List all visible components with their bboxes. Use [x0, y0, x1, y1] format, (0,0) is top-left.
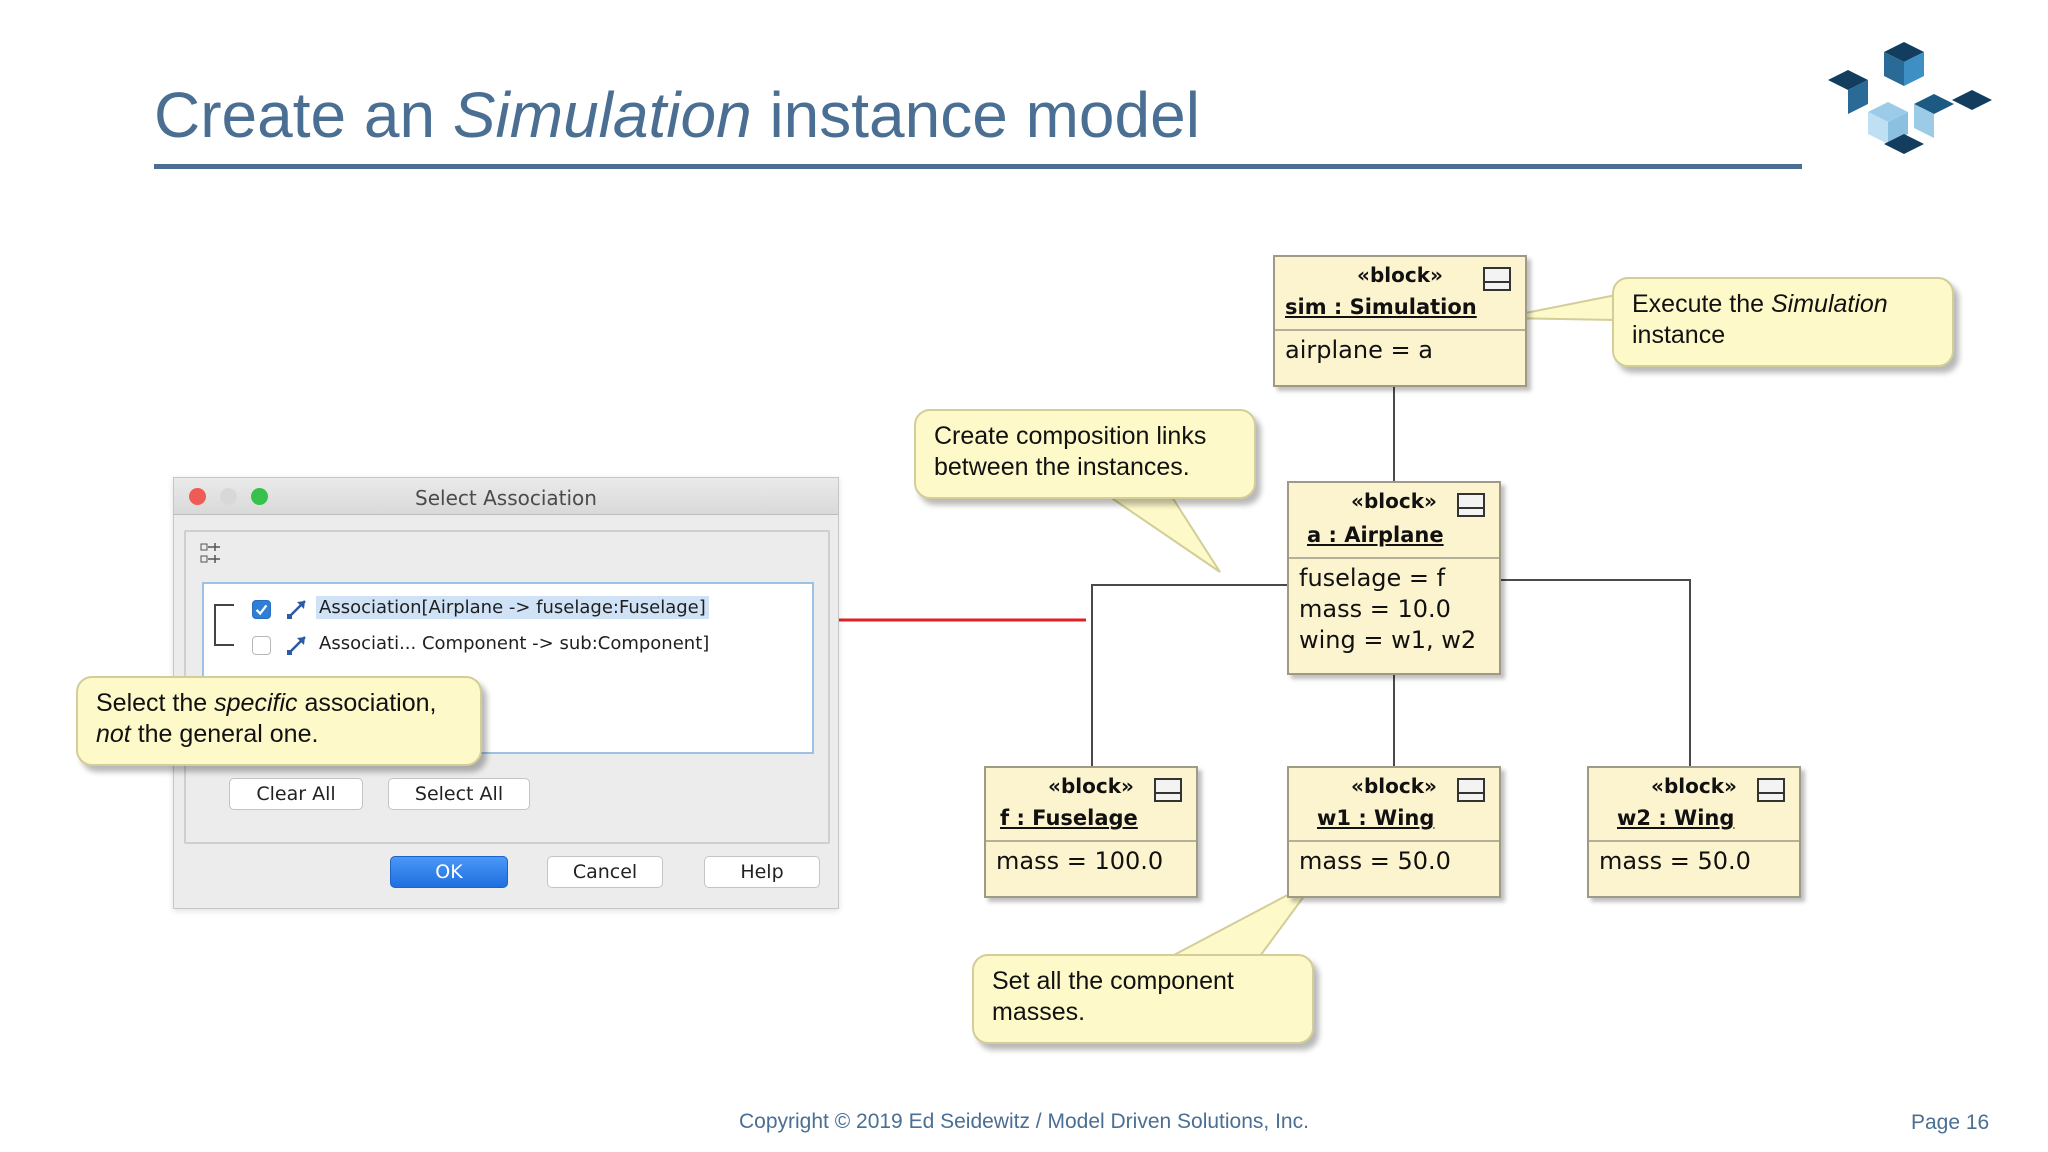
block-stereotype: «block» — [1651, 774, 1737, 798]
block-compartment-icon — [1457, 493, 1485, 517]
block-attribute: mass = 100.0 — [996, 847, 1164, 875]
block-attribute: mass = 50.0 — [1299, 847, 1451, 875]
tree-bracket — [214, 604, 234, 646]
checkmark-icon — [255, 604, 268, 616]
link-airplane-w2 — [1501, 579, 1691, 766]
block-w1-wing[interactable]: «block» w1 : Wing mass = 50.0 — [1287, 766, 1501, 898]
association-icon — [287, 600, 306, 619]
link-airplane-fuselage — [1091, 584, 1287, 766]
block-name: f : Fuselage — [1000, 806, 1138, 830]
callout-execute-simulation: Execute the Simulation instance — [1612, 277, 1954, 367]
association-checkbox-1[interactable] — [252, 600, 271, 619]
block-stereotype: «block» — [1351, 774, 1437, 798]
block-compartment-icon — [1483, 267, 1511, 291]
cancel-button[interactable]: Cancel — [547, 856, 663, 888]
block-name: w2 : Wing — [1617, 806, 1735, 830]
block-separator — [1275, 329, 1525, 331]
logo-icon — [1828, 42, 1992, 154]
close-window-button[interactable] — [189, 488, 206, 505]
dialog-titlebar[interactable]: Select Association — [174, 478, 838, 515]
tree-toggle-icon[interactable] — [200, 542, 222, 566]
block-compartment-icon — [1757, 778, 1785, 802]
clear-all-button[interactable]: Clear All — [229, 778, 363, 810]
block-separator — [986, 840, 1196, 842]
title-underline — [154, 164, 1802, 169]
block-compartment-icon — [1154, 778, 1182, 802]
callout-select-specific: Select the specific association, not the… — [76, 676, 482, 766]
block-attribute: mass = 50.0 — [1599, 847, 1751, 875]
association-checkbox-2[interactable] — [252, 636, 271, 655]
ok-button[interactable]: OK — [390, 856, 508, 888]
block-name: sim : Simulation — [1285, 295, 1477, 319]
block-stereotype: «block» — [1351, 489, 1437, 513]
block-name: w1 : Wing — [1317, 806, 1435, 830]
slide-title: Create an Simulation instance model — [154, 79, 1200, 151]
block-stereotype: «block» — [1048, 774, 1134, 798]
block-separator — [1289, 840, 1499, 842]
dialog-title: Select Association — [415, 486, 597, 510]
help-button[interactable]: Help — [704, 856, 820, 888]
callout-tail-composition — [1106, 496, 1221, 573]
block-separator — [1289, 557, 1499, 559]
block-sim-simulation[interactable]: «block» sim : Simulation airplane = a — [1273, 255, 1527, 387]
block-attribute: mass = 10.0 — [1299, 595, 1451, 623]
copyright-notice: Copyright © 2019 Ed Seidewitz / Model Dr… — [739, 1110, 1309, 1133]
block-name: a : Airplane — [1307, 523, 1444, 547]
association-label-2[interactable]: Associati... Component -> sub:Component] — [319, 633, 710, 654]
association-label-1[interactable]: Association[Airplane -> fuselage:Fuselag… — [316, 596, 709, 619]
page-number: Page 16 — [1911, 1111, 1990, 1134]
block-separator — [1589, 840, 1799, 842]
minimize-window-button[interactable] — [220, 488, 237, 505]
block-f-fuselage[interactable]: «block» f : Fuselage mass = 100.0 — [984, 766, 1198, 898]
block-attribute: wing = w1, w2 — [1299, 626, 1477, 654]
block-stereotype: «block» — [1357, 263, 1443, 287]
maximize-window-button[interactable] — [251, 488, 268, 505]
block-attribute: airplane = a — [1285, 336, 1433, 364]
select-all-button[interactable]: Select All — [388, 778, 530, 810]
callout-set-masses: Set all the component masses. — [972, 954, 1314, 1044]
block-w2-wing[interactable]: «block» w2 : Wing mass = 50.0 — [1587, 766, 1801, 898]
block-compartment-icon — [1457, 778, 1485, 802]
block-a-airplane[interactable]: «block» a : Airplane fuselage = f mass =… — [1287, 481, 1501, 675]
association-icon — [287, 636, 306, 655]
block-attribute: fuselage = f — [1299, 564, 1446, 592]
callout-composition-links: Create composition links between the ins… — [914, 409, 1256, 499]
